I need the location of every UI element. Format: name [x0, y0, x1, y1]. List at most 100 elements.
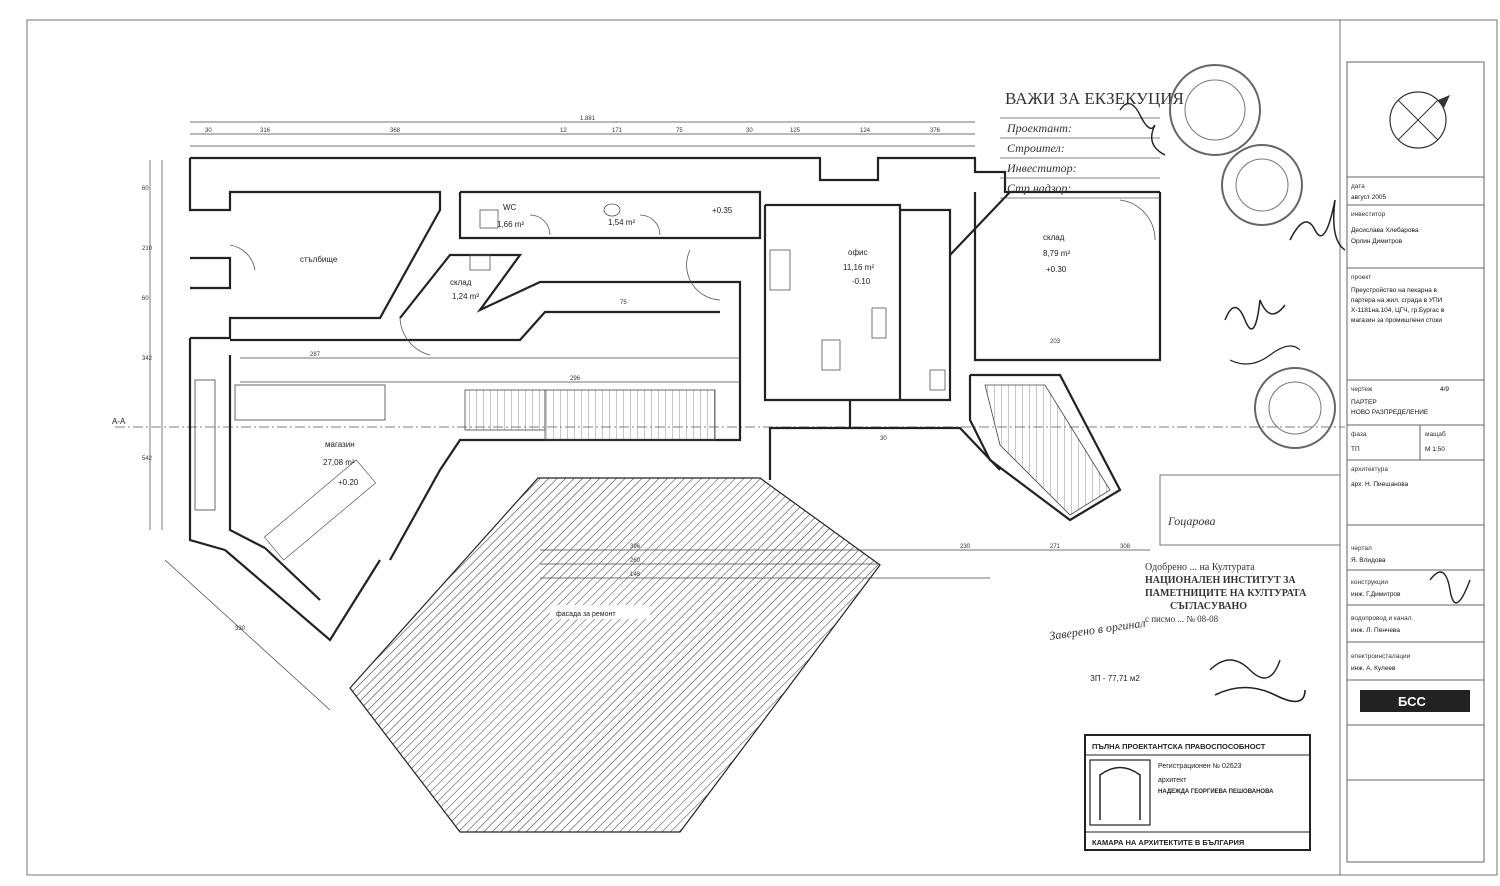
- storage-box: [469, 254, 491, 271]
- structure-label: конструкции: [1351, 579, 1388, 586]
- agreement-line-3: ПАМЕТНИЦИТЕ НА КУЛТУРАТА: [1145, 588, 1307, 599]
- dim-bottom-2: 271: [1050, 544, 1061, 550]
- execution-stamp: ВАЖИ ЗА ЕКЗЕКУЦИЯ Проектант: Строител: И…: [1000, 89, 1184, 199]
- facade-label: фасада за ремонт: [556, 611, 616, 618]
- room-storage-level: +0.30: [1046, 265, 1067, 274]
- room-wc-area: 1,66 m²: [497, 220, 524, 229]
- dim-bottom-4: 260: [630, 558, 641, 564]
- door-swing-6: [1119, 199, 1156, 241]
- chamber-bottom: КАМАРА НА АРХИТЕКТИТЕ В БЪЛГАРИЯ: [1092, 838, 1244, 847]
- north-arrow-circle: [1389, 91, 1447, 149]
- date-label: дата: [1351, 183, 1365, 190]
- left-dimensions: 60 210 60 342 542: [142, 160, 163, 530]
- dim-left-2: 60: [142, 296, 149, 302]
- dim-bottom-5: 148: [630, 572, 641, 578]
- shaft: [929, 369, 946, 391]
- signature-1: [1289, 199, 1346, 251]
- scale-label: мащаб: [1425, 430, 1446, 438]
- stair-flight-1: [464, 389, 546, 431]
- project-label: проект: [1351, 274, 1371, 281]
- dim-mid-3: 30: [880, 436, 887, 442]
- sink-fixture: [603, 203, 621, 217]
- dim-top-7: 125: [790, 128, 801, 134]
- signature-4: [1429, 571, 1471, 604]
- room-storage-small-label: склад: [450, 278, 472, 287]
- dim-top-5: 75: [676, 128, 683, 134]
- room-storage-small-area: 1,24 m²: [452, 292, 479, 301]
- wc-fixture: [479, 209, 499, 229]
- room-storage-label: склад: [1043, 233, 1065, 242]
- dim-top-3: 12: [560, 128, 567, 134]
- zp-label: ЗП - 77,71 м2: [1090, 674, 1140, 683]
- drawn-label: чертал: [1351, 545, 1372, 552]
- room-wc-label: WC: [503, 203, 517, 212]
- chamber-top: ПЪЛНА ПРОЕКТАНТСКА ПРАВОСПОСОБНОСТ: [1092, 742, 1266, 751]
- dim-top-4: 171: [612, 128, 623, 134]
- chamber-reg: Регистрационен № 02623: [1158, 763, 1242, 770]
- execution-stamp-title: ВАЖИ ЗА ЕКЗЕКУЦИЯ: [1005, 89, 1184, 108]
- door-swing-4: [529, 214, 551, 236]
- office-chair-1: [871, 307, 887, 339]
- room-office-level: -0.10: [852, 277, 871, 286]
- dim-mid-4: 203: [1050, 339, 1061, 345]
- dim-left-0: 60: [142, 186, 149, 192]
- building-walls: [188, 156, 1162, 642]
- dim-mid-2: 75: [620, 300, 627, 306]
- dim-top-6: 30: [746, 128, 753, 134]
- stair-flight-3: [984, 384, 1111, 516]
- dim-mid-0: 287: [310, 352, 321, 358]
- shop-window: [194, 379, 216, 511]
- execution-row-2: Строител:: [1007, 141, 1065, 155]
- architecture-label: архитектура: [1351, 466, 1388, 473]
- dim-mid-1: 296: [570, 376, 581, 382]
- round-seal-2: [1221, 144, 1303, 226]
- drawn-value: Я. Влидова: [1351, 557, 1386, 564]
- door-swing-3: [686, 249, 721, 301]
- door-swing-1: [229, 244, 256, 271]
- execution-signature: [1119, 102, 1166, 156]
- dim-left-4: 542: [142, 456, 153, 462]
- north-arrow-cross-2: [1397, 99, 1439, 141]
- cabinet: [769, 249, 791, 291]
- architecture-value: арх. Н. Пиешанова: [1351, 481, 1409, 488]
- dim-bottom-1: 230: [960, 544, 971, 550]
- chamber-stamp: ПЪЛНА ПРОЕКТАНТСКА ПРАВОСПОСОБНОСТ Регис…: [1084, 734, 1311, 851]
- firm-logo: [1360, 690, 1470, 712]
- chamber-name: НАДЕЖДА ГЕОРГИЕВА ПЕШОВАНОВА: [1158, 789, 1274, 795]
- investor-label: инвеститор: [1351, 211, 1386, 218]
- dim-bottom-3: 308: [1120, 544, 1131, 550]
- dim-top-2: 368: [390, 128, 401, 134]
- agreement-signature-2: [1214, 686, 1306, 703]
- agreement-hand-note: Заверено в оргинал: [1048, 616, 1146, 643]
- water-value: инж. Л. Пенчева: [1351, 627, 1400, 634]
- signature-2: [1224, 299, 1286, 330]
- dim-top-9: 376: [930, 128, 941, 134]
- room-stairwell: стълбище: [300, 255, 338, 264]
- agreement-line-5: с писмо ... № 08-08: [1145, 614, 1219, 624]
- bottom-dimensions: 396 230 271 308 260 148 330: [164, 544, 1150, 711]
- structure-value: инж. Г.Димитров: [1351, 591, 1401, 598]
- north-arrow-icon: [1438, 95, 1450, 108]
- level-035: +0.35: [712, 206, 733, 215]
- agreement-stamp: Гоцарова Одобрено ... на Културата НАЦИО…: [1048, 474, 1341, 703]
- electric-value: инж. А. Кулеев: [1351, 665, 1396, 672]
- axis-label: А-А: [112, 417, 126, 426]
- door-swing-2: [399, 317, 431, 356]
- agreement-signature: [1209, 659, 1281, 679]
- phase-value: ТП: [1351, 446, 1360, 453]
- counter: [234, 384, 386, 421]
- execution-row-4: Стр.надзор:: [1007, 181, 1071, 195]
- dim-left-1: 210: [142, 246, 153, 252]
- execution-row-1: Проектант:: [1006, 121, 1072, 135]
- signature-name: Гоцарова: [1167, 514, 1215, 528]
- drawing-number: 4/9: [1440, 386, 1449, 393]
- facade-label-bg: [550, 605, 650, 619]
- door-swing-5: [639, 214, 661, 236]
- round-seal-3: [1254, 367, 1336, 449]
- dim-left-3: 342: [142, 356, 153, 362]
- agreement-line-4: СЪГЛАСУВАНО: [1170, 601, 1247, 612]
